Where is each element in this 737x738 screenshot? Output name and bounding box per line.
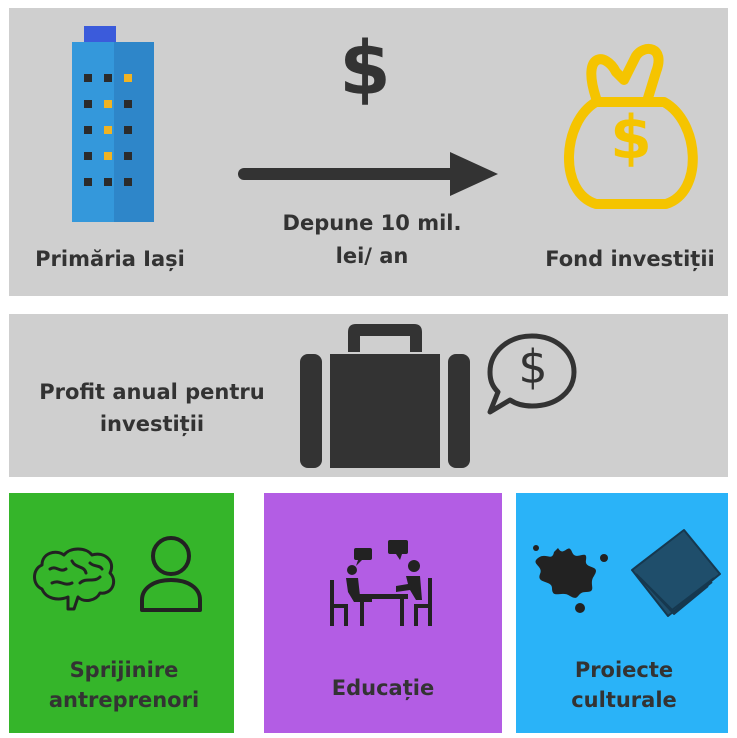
dollar-sign-icon: $	[339, 26, 391, 112]
card-culture-label: Proiecte culturale	[571, 658, 677, 713]
card-education	[264, 493, 502, 733]
briefcase-icon	[300, 324, 470, 468]
flow-label: Depune 10 mil. lei/ an	[282, 211, 462, 268]
brain-icon	[33, 547, 116, 611]
bag-dollar-sign: $	[610, 103, 652, 173]
person-icon	[140, 536, 202, 612]
paint-splash-icon	[533, 545, 608, 613]
speech-bubble-icon	[487, 333, 577, 415]
card-culture	[516, 493, 728, 733]
meeting-icon	[330, 540, 432, 626]
source-label: Primăria Iași	[35, 247, 185, 271]
money-bag-icon	[564, 44, 698, 209]
bubble-dollar-sign: $	[518, 340, 548, 394]
card-entrepreneurs	[9, 493, 234, 733]
arrow-right-icon	[238, 152, 498, 196]
card-education-label: Educație	[331, 676, 435, 700]
profit-label: Profit anual pentru investiții	[39, 380, 265, 436]
target-label: Fond investiții	[545, 247, 715, 271]
card-entrepreneurs-label: Sprijinire antreprenori	[48, 658, 200, 713]
book-icon	[631, 529, 721, 617]
building-icon	[72, 26, 154, 222]
